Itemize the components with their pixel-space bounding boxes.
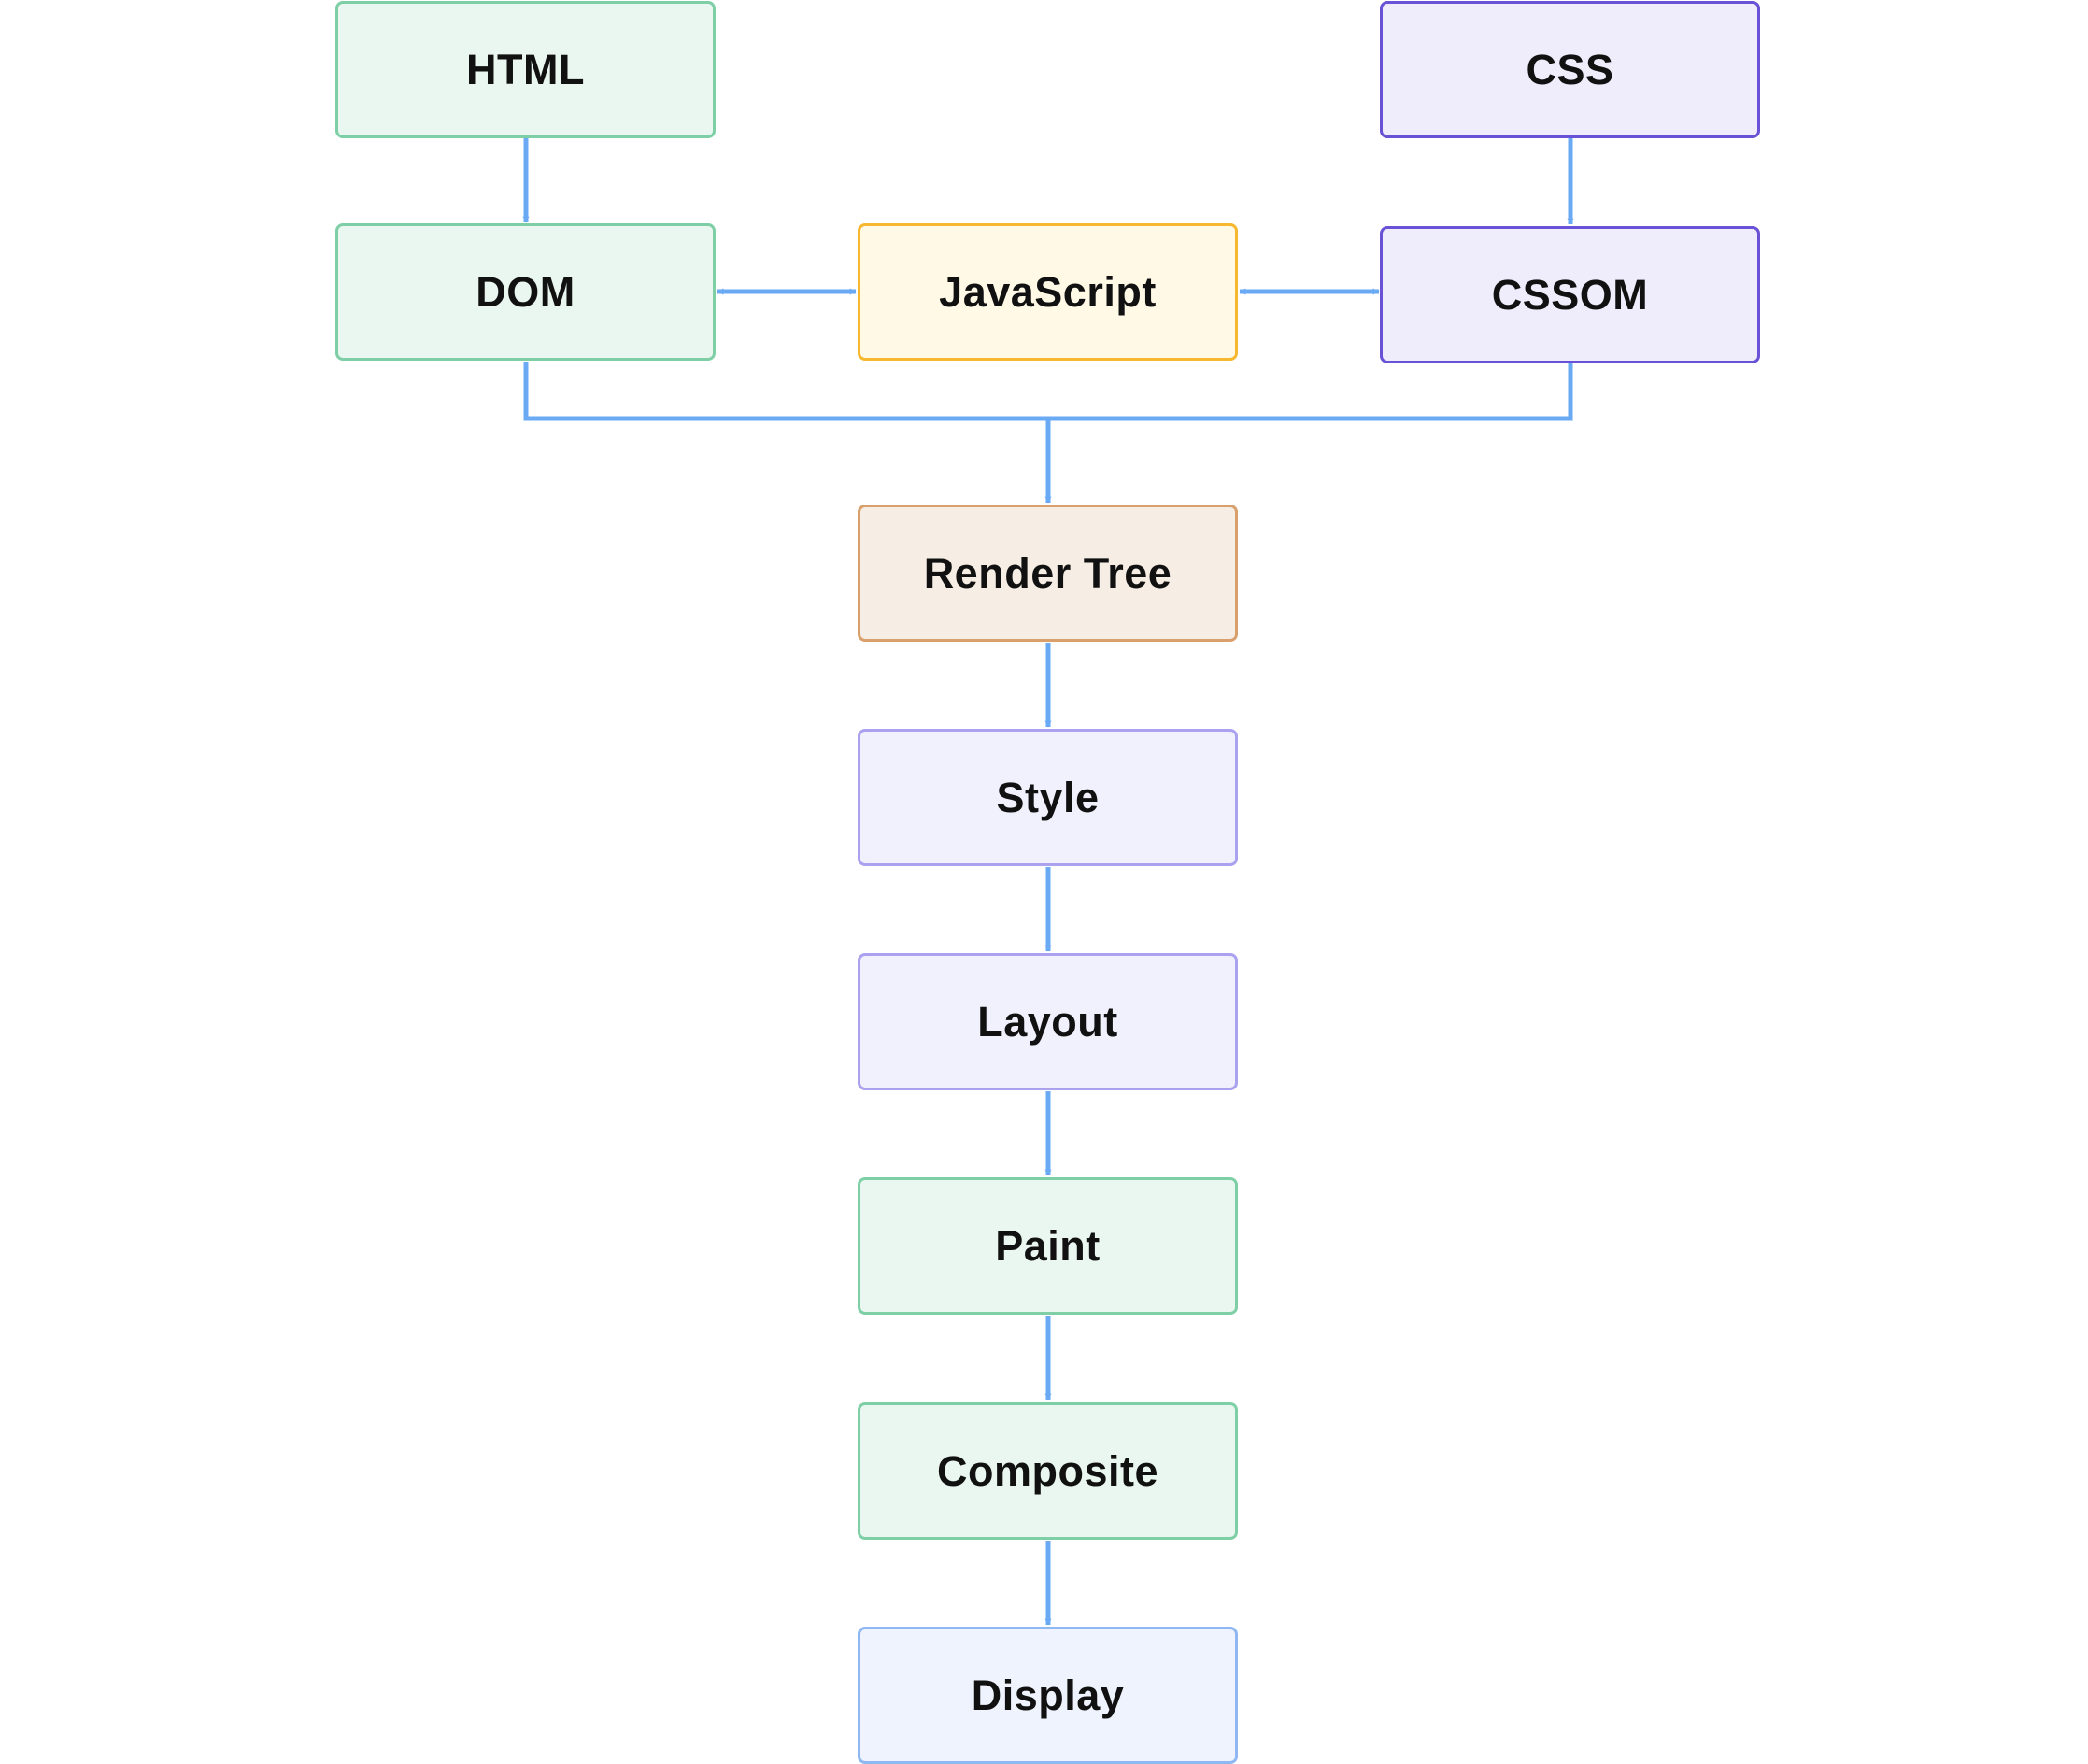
- node-layout: Layout: [858, 953, 1238, 1090]
- node-html: HTML: [335, 1, 716, 138]
- node-javascript: JavaScript: [858, 223, 1238, 361]
- node-paint: Paint: [858, 1177, 1238, 1315]
- node-style: Style: [858, 729, 1238, 866]
- node-css: CSS: [1380, 1, 1760, 138]
- node-composite: Composite: [858, 1402, 1238, 1540]
- node-render-tree: Render Tree: [858, 505, 1238, 642]
- node-cssom: CSSOM: [1380, 226, 1760, 363]
- node-dom: DOM: [335, 223, 716, 361]
- connector-dom-cssom-merge: [523, 362, 1573, 421]
- node-display: Display: [858, 1627, 1238, 1764]
